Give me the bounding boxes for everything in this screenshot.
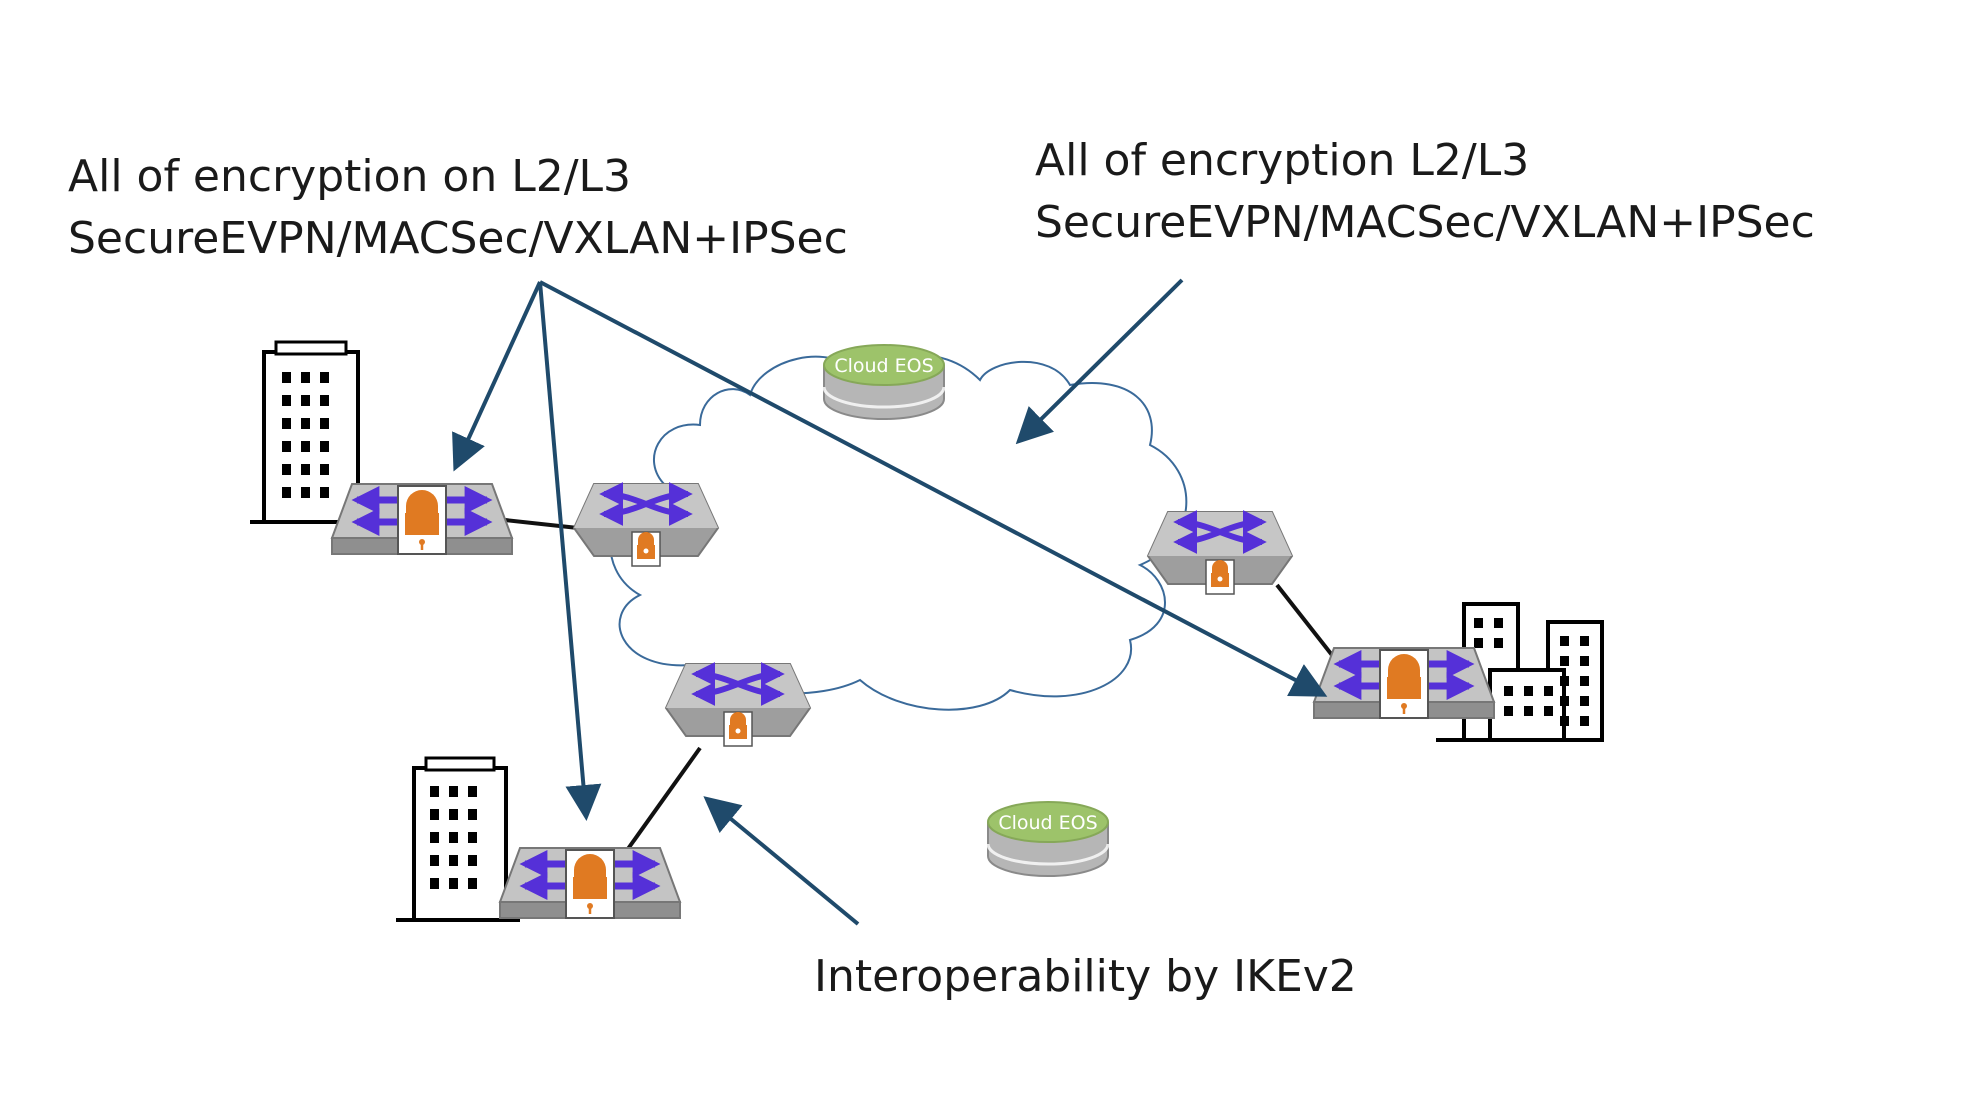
arrow-to-cloud — [1015, 278, 1184, 445]
annotation-right-line2: SecureEVPN/MACSec/VXLAN+IPSec — [1035, 197, 1815, 248]
annotation-right-line1: All of encryption L2/L3 — [1035, 135, 1530, 186]
arrow-to-bottom-router — [703, 796, 860, 926]
switch-icon-right — [1314, 648, 1494, 718]
link-left — [504, 518, 579, 530]
cloud-eos-label-bottom: Cloud EOS — [998, 812, 1097, 834]
arrow-to-right-switch — [539, 280, 1328, 697]
building-icon-bottom-left — [396, 756, 520, 922]
router-icon-right — [1148, 512, 1292, 594]
annotation-left-line2: SecureEVPN/MACSec/VXLAN+IPSec — [68, 213, 848, 264]
annotation-bottom: Interoperability by IKEv2 — [814, 951, 1357, 1002]
building-icon-left — [250, 340, 372, 524]
router-icon-bottom — [666, 664, 810, 746]
arrow-to-left-switch — [452, 281, 542, 472]
arrow-to-bottom-switch — [538, 281, 602, 821]
router-icon-left — [574, 484, 718, 566]
annotation-left-line1: All of encryption on L2/L3 — [68, 151, 632, 202]
building-icon-right — [1436, 602, 1604, 742]
cloud-eos-label-top: Cloud EOS — [834, 355, 933, 377]
switch-icon-left — [332, 484, 512, 554]
annotation-left: All of encryption on L2/L3 SecureEVPN/MA… — [68, 146, 848, 270]
annotation-right: All of encryption L2/L3 SecureEVPN/MACSe… — [1035, 130, 1815, 254]
link-bottom — [623, 746, 702, 855]
switch-icon-bottom-left — [500, 848, 680, 918]
